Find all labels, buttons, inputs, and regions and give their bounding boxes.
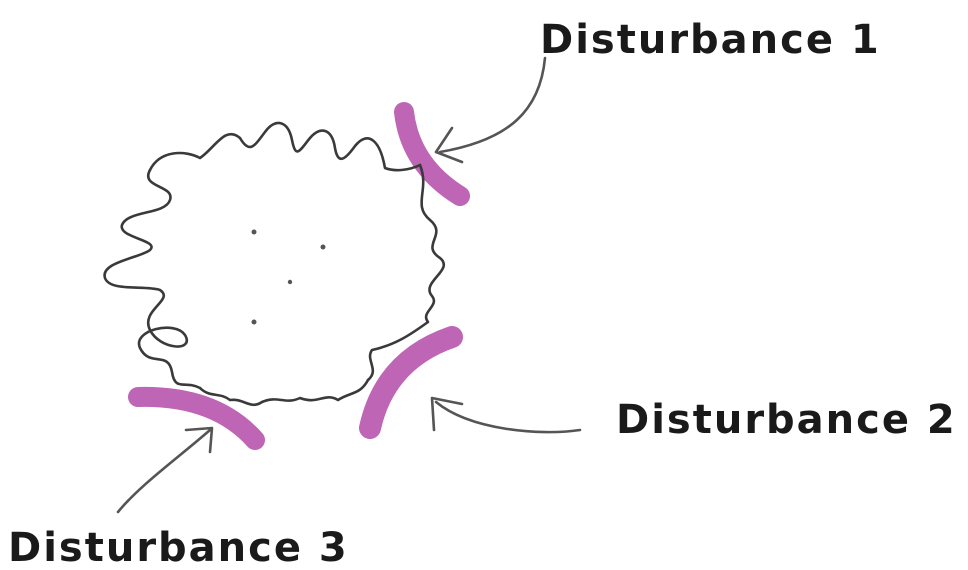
arrows: [118, 58, 580, 512]
dot: [321, 245, 326, 250]
disturbance-highlights: [138, 112, 460, 440]
disturbance-2-highlight: [370, 337, 452, 428]
disturbance-1-label: Disturbance 1: [540, 20, 881, 60]
dot: [288, 280, 292, 284]
arrow-3: [118, 430, 210, 512]
spring-bottom: [200, 380, 368, 405]
disturbance-3-highlight: [138, 397, 255, 440]
disturbance-1-highlight: [404, 112, 460, 196]
arrow-1-head: [436, 128, 462, 162]
dot: [252, 230, 257, 235]
disturbance-3-label: Disturbance 3: [8, 528, 349, 568]
disturbance-2-label: Disturbance 2: [616, 400, 957, 440]
arrow-1: [440, 58, 545, 152]
spring-left: [105, 170, 200, 388]
interior-dots: [252, 230, 326, 325]
arrow-2: [436, 402, 580, 432]
dot: [252, 320, 257, 325]
spring-top: [150, 123, 420, 170]
